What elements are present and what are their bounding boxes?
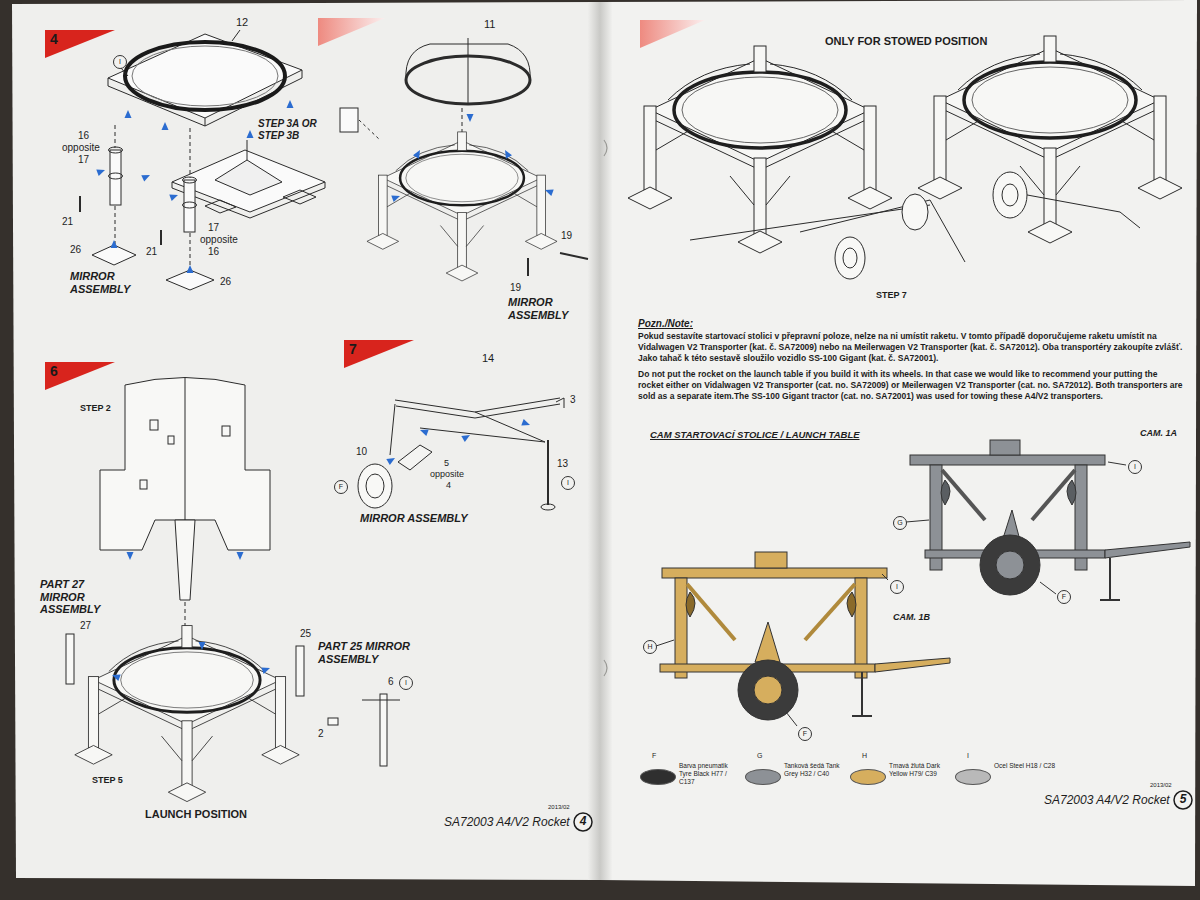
part-number: 17: [208, 222, 219, 234]
page-circle: [574, 813, 592, 831]
part-number: 16: [208, 246, 219, 258]
callout-letter: I: [890, 580, 904, 594]
part-number: 14: [482, 352, 494, 365]
part-number: 13: [557, 458, 568, 470]
step-flag: 7: [344, 340, 414, 368]
legend-text: Barva pneumatik Tyre Black H77 / C137: [679, 762, 741, 786]
part-number: 17: [78, 154, 89, 166]
instruction-label: G: [757, 752, 762, 760]
instruction-label: LAUNCH POSITION: [145, 808, 247, 821]
instruction-label: ONLY FOR STOWED POSITION: [825, 35, 987, 48]
part-number: 19: [510, 282, 521, 294]
part-number: 12: [236, 16, 248, 29]
instruction-label: 2013/02: [1150, 782, 1172, 789]
part-number: 16: [78, 130, 89, 142]
flag-triangle: [344, 340, 414, 368]
instruction-label: MIRROR ASSEMBLY: [508, 296, 598, 321]
instruction-label: STEP 7: [876, 290, 907, 300]
instruction-label: MIRROR ASSEMBLY: [360, 512, 468, 525]
color-swatch: [745, 769, 781, 785]
instruction-label: STEP 5: [92, 775, 123, 785]
page-number-text: 4: [580, 815, 587, 828]
page-number: 5: [1173, 790, 1193, 810]
instruction-label: STEP 3A OR STEP 3B: [258, 118, 320, 141]
callout-letter: F: [334, 480, 348, 494]
instruction-label: 2013/02: [548, 804, 570, 811]
part-number: 26: [70, 244, 81, 256]
callout-letter: I: [561, 476, 575, 490]
part-number: 26: [220, 276, 231, 288]
part-number: 5: [444, 458, 449, 468]
instruction-label: opposite: [430, 469, 464, 479]
instruction-label: CAM. 1B: [893, 612, 930, 622]
legend-text: Tmavá žlutá Dark Yellow H79/ C39: [889, 762, 951, 778]
flag-triangle: [45, 30, 115, 58]
instruction-label: PART 25 MIRROR ASSEMBLY: [318, 640, 443, 665]
step-number: 7: [349, 342, 357, 357]
instruction-label: CAM. 1A: [1140, 428, 1177, 438]
callout-letter: H: [643, 640, 657, 654]
legend-text: Tanková šedá Tank Grey H32 / C40: [784, 762, 846, 778]
instruction-label: opposite: [62, 142, 100, 154]
part-number: 4: [446, 480, 451, 490]
step-flag: 6: [45, 362, 115, 390]
instruction-label: F: [652, 752, 656, 760]
callout-letter: F: [798, 727, 812, 741]
step-flag: 4: [45, 30, 115, 58]
instruction-label: I: [967, 752, 969, 760]
color-swatch: [640, 769, 676, 785]
instruction-label: SA72003 A4/V2 Rocket: [1044, 794, 1170, 808]
step-number: 6: [50, 364, 58, 379]
color-swatch: [955, 769, 991, 785]
part-number: 21: [146, 246, 157, 258]
callout-letter: I: [113, 55, 127, 69]
instruction-label: MIRROR ASSEMBLY: [70, 270, 160, 295]
instruction-label: PART 27 MIRROR ASSEMBLY: [40, 578, 120, 616]
note-text: Do not put the rocket on the launch tabl…: [638, 369, 1183, 402]
part-number: 10: [356, 446, 367, 458]
callout-letter: F: [1057, 590, 1071, 604]
flag-triangle: [45, 362, 115, 390]
part-number: 3: [570, 394, 576, 406]
part-number: 21: [62, 216, 73, 228]
part-number: 27: [80, 620, 91, 632]
callout-letter: I: [399, 676, 413, 690]
part-number: 25: [300, 628, 311, 640]
instruction-label: opposite: [200, 234, 238, 246]
instruction-label: CAM STARTOVACÍ STOLICE / LAUNCH TABLE: [650, 430, 860, 441]
legend-text: Ocel Steel H18 / C28: [994, 762, 1056, 770]
part-number: 2: [318, 728, 324, 740]
page-circle: [1174, 791, 1192, 809]
callout-letter: I: [1128, 460, 1142, 474]
instruction-label: H: [862, 752, 867, 760]
step-number: 4: [50, 32, 58, 47]
part-number: 6: [388, 676, 394, 688]
note-text: Pokud sestavíte startovací stolici v pře…: [638, 331, 1183, 364]
instruction-label: Pozn./Note:: [638, 318, 693, 330]
callout-letter: G: [893, 516, 907, 530]
instruction-label: STEP 2: [80, 403, 111, 413]
page-number: 4: [573, 812, 593, 832]
part-number: 11: [484, 18, 495, 31]
color-swatch: [850, 769, 886, 785]
page-number-text: 5: [1180, 793, 1187, 806]
instruction-label: SA72003 A4/V2 Rocket: [444, 816, 570, 830]
part-number: 19: [561, 230, 572, 242]
